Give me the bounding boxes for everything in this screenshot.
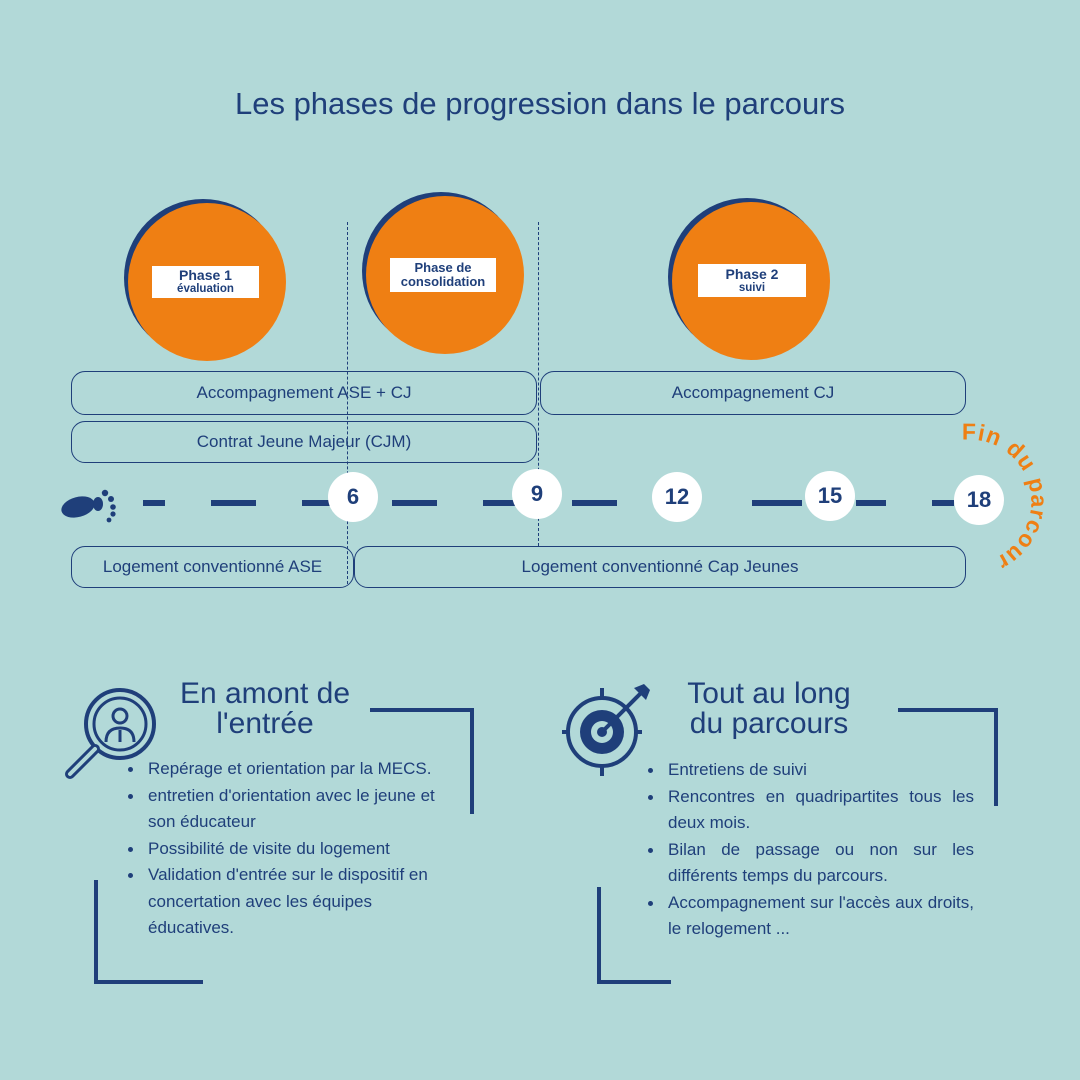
list-item: Validation d'entrée sur le dispositif en… (126, 862, 456, 942)
list-item: Bilan de passage ou non sur les différen… (646, 837, 974, 890)
phase-1-label: Phase 1 évaluation (152, 266, 259, 298)
timeline-marker-6: 6 (328, 472, 378, 522)
before-entry-title: En amont de l'entrée (165, 679, 365, 739)
timeline-dash (483, 500, 515, 506)
before-entry-title-line2: l'entrée (216, 707, 314, 740)
phase-consolidation-subtitle: consolidation (400, 273, 486, 289)
list-item: Entretiens de suivi (646, 757, 974, 784)
phase-consolidation-title: Phase de (414, 260, 472, 275)
timeline-marker-15: 15 (805, 471, 855, 521)
target-arrow-icon (560, 680, 660, 780)
throughout-title: Tout au long du parcours (664, 679, 874, 739)
throughout-bracket-top (898, 708, 998, 806)
band-contrat-jeune-majeur: Contrat Jeune Majeur (CJM) (71, 421, 537, 463)
timeline-dash (572, 500, 617, 506)
end-of-path-text: Fin du parcours (930, 410, 1051, 576)
band-logement-cap-jeunes: Logement conventionné Cap Jeunes (354, 546, 966, 588)
list-item: Accompagnement sur l'accès aux droits, l… (646, 890, 974, 943)
timeline-marker-18: 18 (954, 475, 1004, 525)
phase-separator-2 (538, 222, 539, 546)
phase-2-subtitle: suivi (738, 281, 766, 294)
magnifier-person-icon (58, 686, 162, 790)
timeline-dash (392, 500, 437, 506)
band-accompagnement-ase-cj: Accompagnement ASE + CJ (71, 371, 537, 415)
phase-separator-1 (347, 222, 348, 584)
list-item: Rencontres en quadripartites tous les de… (646, 784, 974, 837)
throughout-list: Entretiens de suivi Rencontres en quadri… (646, 757, 974, 943)
throughout-bracket-bottom (597, 887, 671, 984)
timeline-marker-12: 12 (652, 472, 702, 522)
list-item: Possibilité de visite du logement (126, 836, 456, 863)
band-accompagnement-cj: Accompagnement CJ (540, 371, 966, 415)
timeline-dash (143, 500, 165, 506)
timeline-dash (856, 500, 886, 506)
phase-consolidation-label: Phase de consolidation (390, 258, 496, 292)
list-item: Repérage et orientation par la MECS. (126, 756, 456, 783)
before-entry-title-line1: En amont de (179, 677, 351, 710)
timeline-marker-9: 9 (512, 469, 562, 519)
footprints-icon (58, 482, 120, 526)
svg-text:Fin du parcours: Fin du parcours (930, 410, 1052, 576)
phase-2-label: Phase 2 suivi (698, 264, 806, 297)
timeline-dash (302, 500, 330, 506)
band-logement-ase: Logement conventionné ASE (71, 546, 354, 588)
phase-1-title: Phase 1 (179, 267, 232, 283)
throughout-title-line1: Tout au long (687, 677, 851, 710)
timeline-dash (932, 500, 954, 506)
before-entry-list: Repérage et orientation par la MECS. ent… (126, 756, 456, 942)
timeline-dash (752, 500, 802, 506)
phase-1-circle: Phase 1 évaluation (128, 203, 286, 361)
phase-consolidation-circle: Phase de consolidation (366, 196, 524, 354)
phase-2-circle: Phase 2 suivi (672, 202, 830, 360)
before-entry-bracket-top (370, 708, 474, 814)
page-title: Les phases de progression dans le parcou… (234, 86, 846, 121)
timeline-dash (211, 500, 256, 506)
phase-1-subtitle: évaluation (177, 282, 234, 295)
throughout-title-line2: du parcours (689, 707, 849, 740)
phase-2-title: Phase 2 (725, 266, 779, 282)
before-entry-bracket-bottom (94, 880, 203, 984)
end-of-path-label: Fin du parcours (930, 410, 1052, 576)
list-item: entretien d'orientation avec le jeune et… (126, 783, 456, 836)
